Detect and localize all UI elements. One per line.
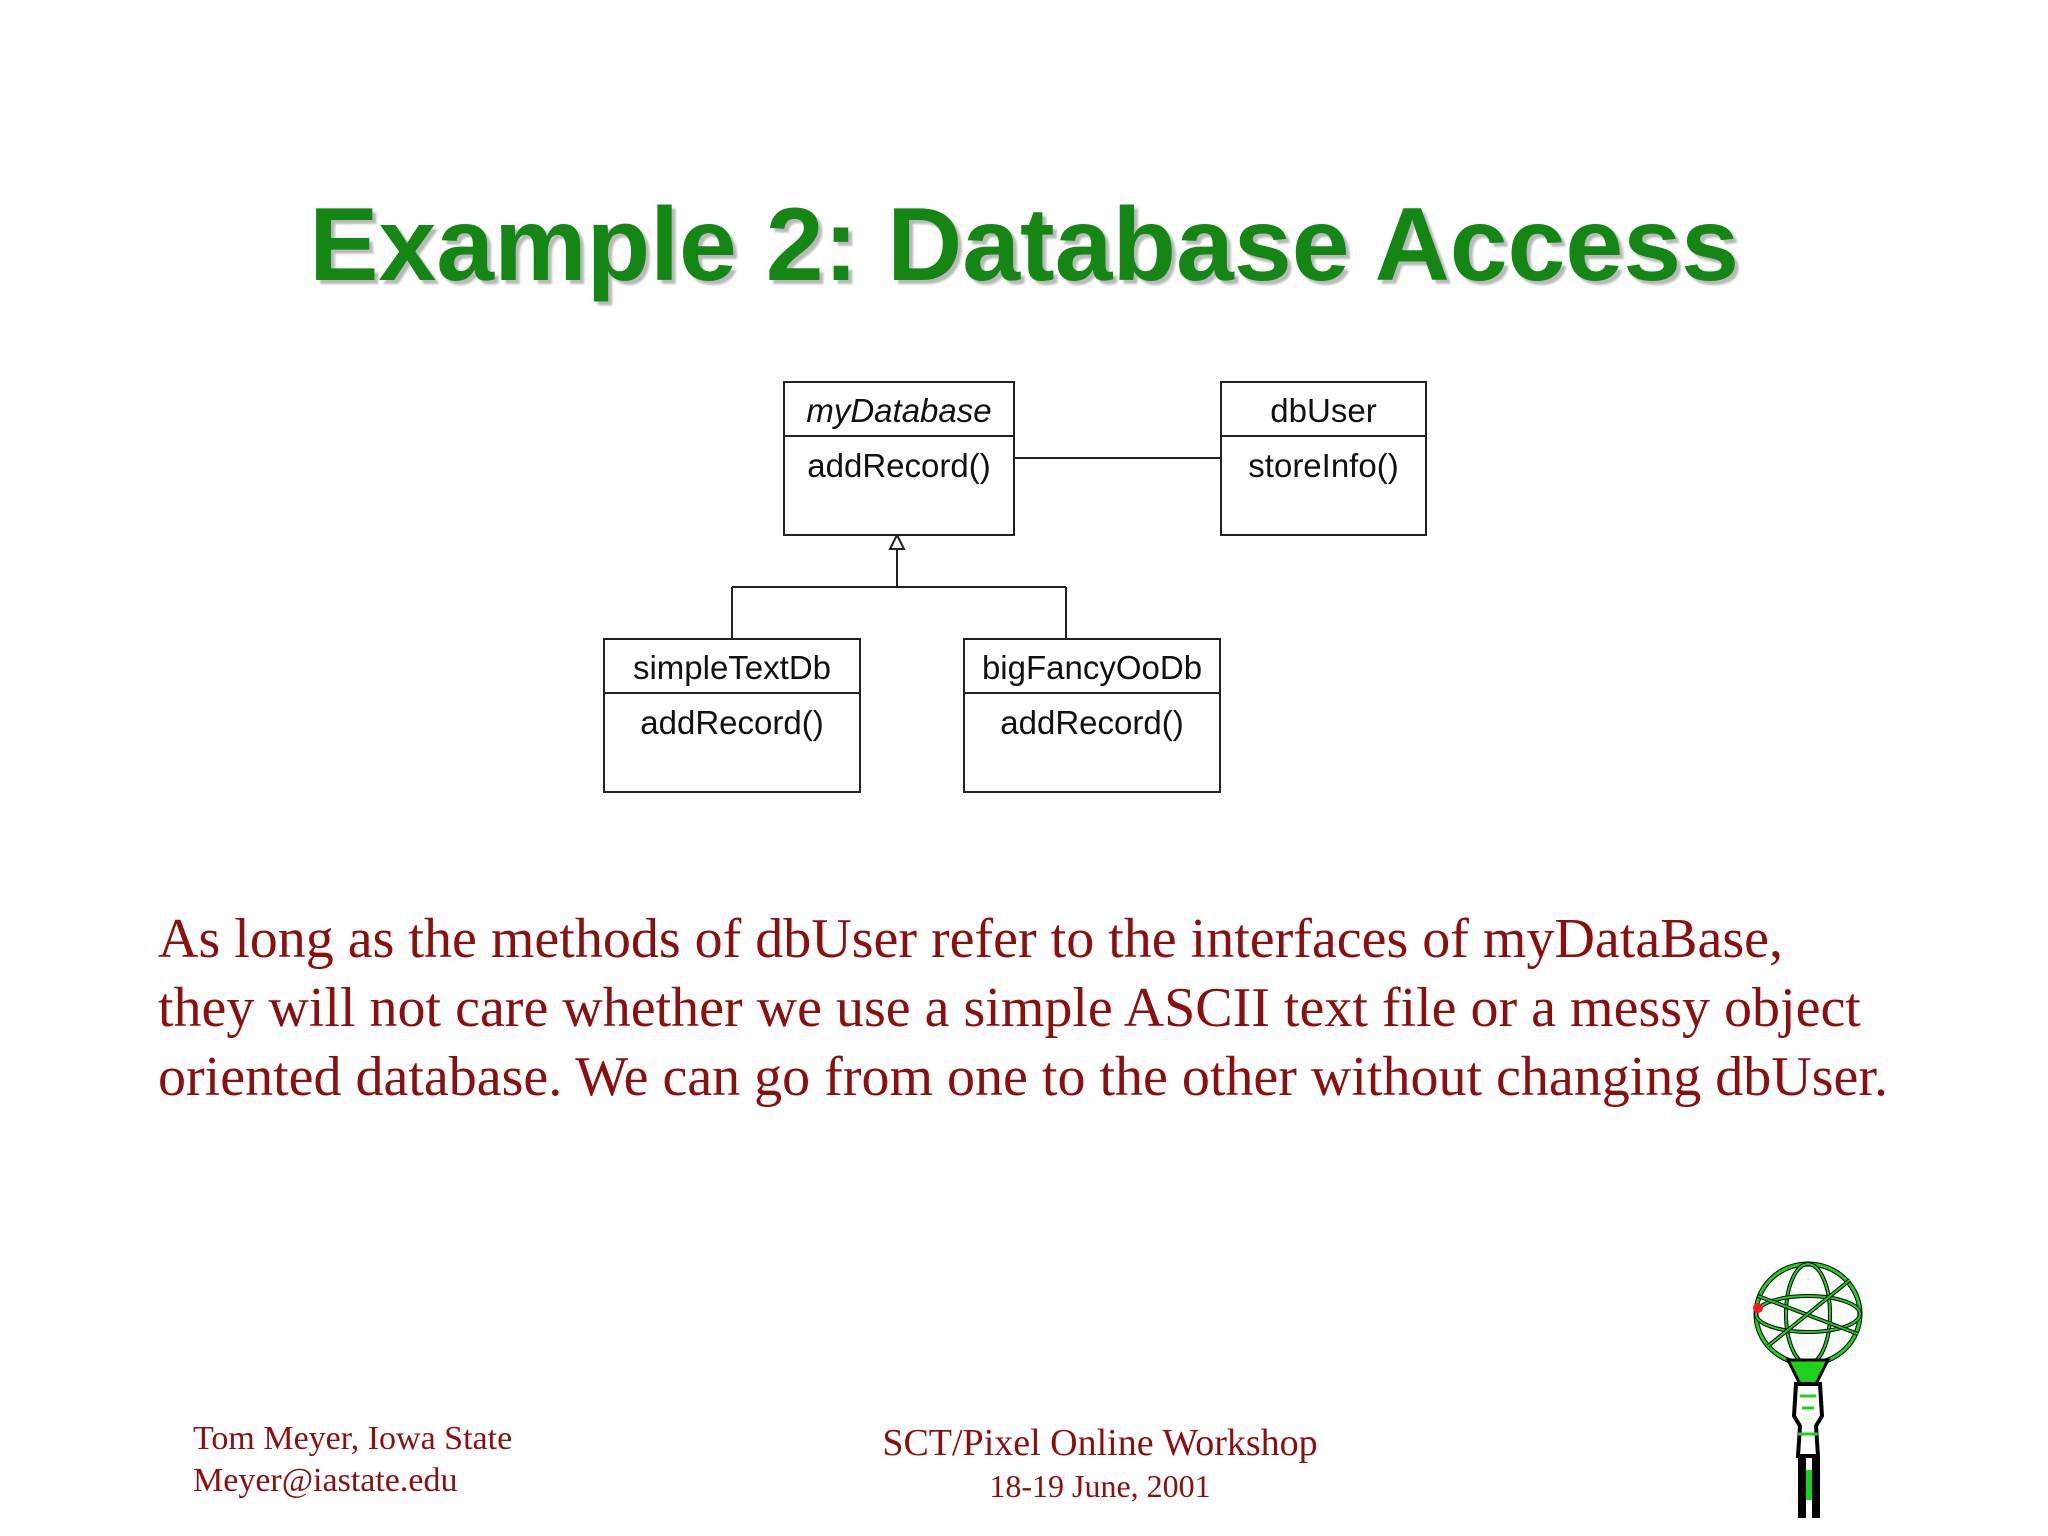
author-name: Tom Meyer, Iowa State: [193, 1420, 513, 1457]
atlas-detector-icon: [1753, 1261, 1863, 1518]
class-bigfancyoodb: bigFancyOoDb addRecord(): [963, 638, 1221, 793]
class-name: myDatabase: [785, 383, 1013, 437]
class-simpletextdb: simpleTextDb addRecord(): [603, 638, 861, 793]
event-name: SCT/Pixel Online Workshop: [882, 1422, 1318, 1464]
class-name: bigFancyOoDb: [965, 640, 1219, 694]
class-dbuser: dbUser storeInfo(): [1220, 381, 1427, 536]
class-method: storeInfo(): [1248, 447, 1399, 484]
class-method: addRecord(): [1000, 704, 1184, 741]
class-method: addRecord(): [807, 447, 991, 484]
body-line: oriented database. We can go from one to…: [158, 1046, 1888, 1108]
body-paragraph: As long as the methods of dbUser refer t…: [158, 905, 1998, 1112]
event-date: 18-19 June, 2001: [989, 1468, 1211, 1504]
body-line: they will not care whether we use a simp…: [158, 977, 1861, 1039]
class-name: simpleTextDb: [605, 640, 859, 694]
body-line: As long as the methods of dbUser refer t…: [158, 908, 1784, 970]
author-email: Meyer@iastate.edu: [193, 1462, 458, 1499]
footer-author: Tom Meyer, Iowa State Meyer@iastate.edu: [193, 1418, 512, 1502]
inheritance-arrowhead-icon: [888, 532, 906, 550]
slide-title: Example 2: Database Access: [309, 187, 1739, 303]
footer-event: SCT/Pixel Online Workshop 18-19 June, 20…: [780, 1420, 1420, 1506]
class-name: dbUser: [1222, 383, 1425, 437]
class-mydatabase: myDatabase addRecord(): [783, 381, 1015, 536]
class-method: addRecord(): [640, 704, 824, 741]
